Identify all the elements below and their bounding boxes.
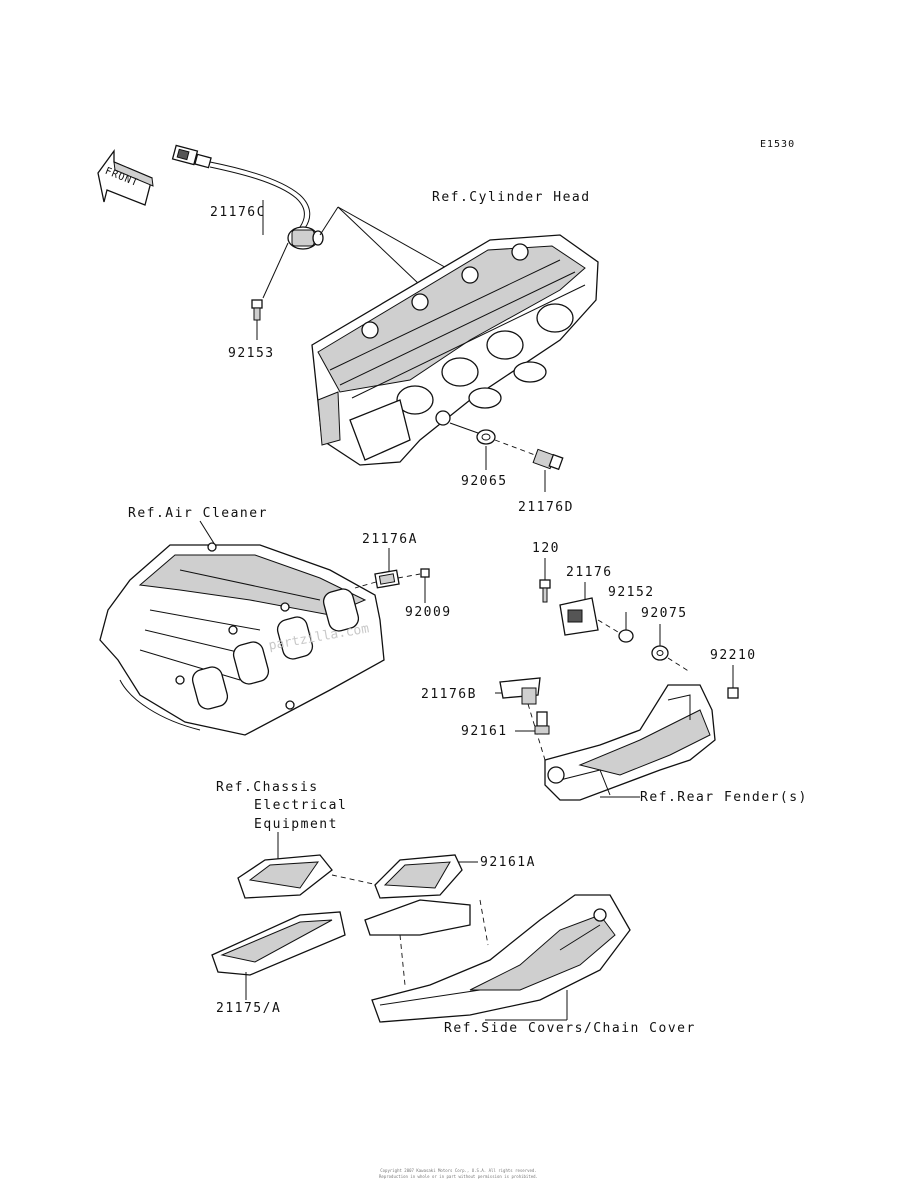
bolt-120-drawing xyxy=(539,558,551,603)
front-arrow-icon xyxy=(97,149,154,206)
part-92009: 92009 xyxy=(405,605,452,620)
part-21176c: 21176C xyxy=(210,205,266,220)
part-92065: 92065 xyxy=(461,474,508,489)
ref-air-cleaner: Ref.Air Cleaner xyxy=(128,506,268,521)
part-120: 120 xyxy=(532,541,560,556)
electrical-box-92161a-drawing xyxy=(374,854,478,899)
ref-chassis-line1: Ref.Chassis xyxy=(216,780,319,795)
electrical-box-left-drawing xyxy=(237,832,379,899)
cylinder-head-drawing xyxy=(311,234,599,466)
ref-chassis-line2: Electrical xyxy=(254,798,348,813)
part-21175a: 21175/A xyxy=(216,1001,282,1016)
screw-92009-drawing xyxy=(420,568,430,603)
air-cleaner-drawing xyxy=(99,520,385,736)
sensor-21176b-drawing xyxy=(495,677,546,761)
rear-fender-drawing xyxy=(544,684,716,801)
grommet-92075-drawing xyxy=(651,624,691,673)
part-92075: 92075 xyxy=(641,606,688,621)
part-92153: 92153 xyxy=(228,346,275,361)
part-21176a: 21176A xyxy=(362,532,418,547)
bolt-92153-drawing xyxy=(251,299,263,340)
sensor-21176-drawing xyxy=(559,582,619,636)
washer-92065-drawing xyxy=(449,422,496,470)
part-21176b: 21176B xyxy=(421,687,477,702)
part-92161: 92161 xyxy=(461,724,508,739)
sensor-21176a-drawing xyxy=(354,548,421,589)
copyright-line1: Copyright 2007 Kawasaki Motors Corp., U.… xyxy=(380,1168,537,1173)
ref-chassis-line3: Equipment xyxy=(254,817,338,832)
damper-92161-drawing xyxy=(515,711,550,735)
ref-cylinder-head: Ref.Cylinder Head xyxy=(432,190,591,205)
side-cover-drawing xyxy=(364,894,631,1023)
ref-rear-fender: Ref.Rear Fender(s) xyxy=(640,790,808,805)
ecu-21175a-drawing xyxy=(211,911,346,1000)
part-92210: 92210 xyxy=(710,648,757,663)
sensor-21176d-drawing xyxy=(494,439,564,492)
part-92152: 92152 xyxy=(608,585,655,600)
collar-92152-drawing xyxy=(618,612,634,643)
nut-92210-drawing xyxy=(727,665,739,699)
diagram-code: E1530 xyxy=(760,139,796,150)
sensor-21176c-drawing xyxy=(171,144,324,299)
copyright-line2: Reproduction in whole or in part without… xyxy=(379,1174,538,1179)
part-21176d: 21176D xyxy=(518,500,574,515)
part-92161a: 92161A xyxy=(480,855,536,870)
part-21176: 21176 xyxy=(566,565,613,580)
ref-side-covers: Ref.Side Covers/Chain Cover xyxy=(444,1021,696,1036)
